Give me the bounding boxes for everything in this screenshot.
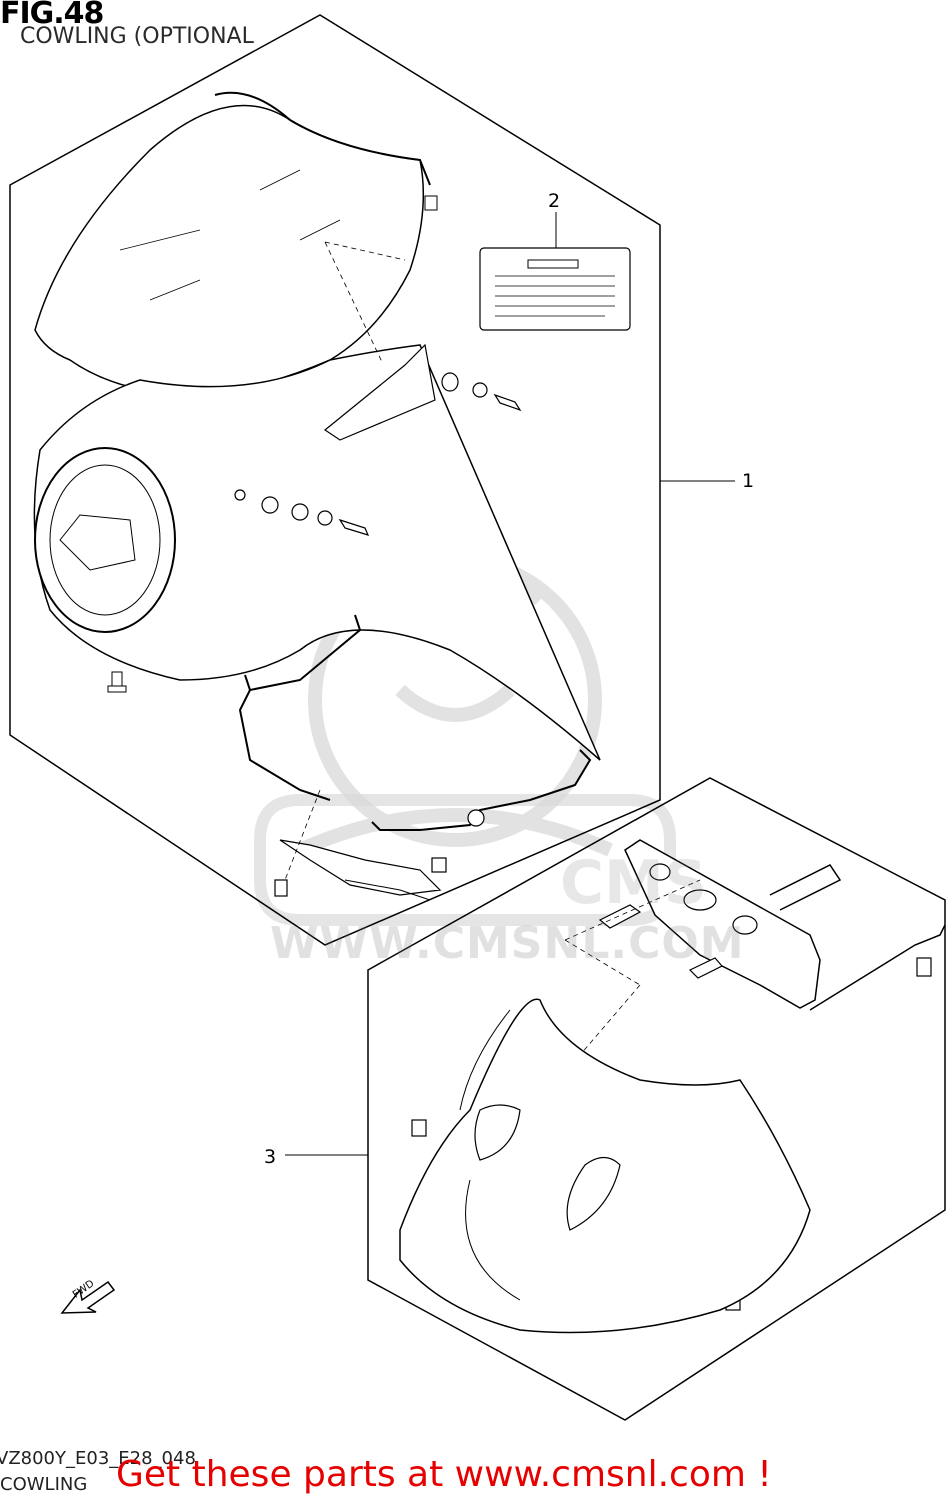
- group-3-outline: [367, 777, 946, 1421]
- mount-hardware-upper: [441, 372, 522, 412]
- mount-plate: [624, 839, 821, 1009]
- mount-stay: [769, 864, 946, 1011]
- lower-bracket: [279, 839, 442, 896]
- watermark-logo-text: CMS: [560, 848, 707, 918]
- stay-rod: [238, 614, 362, 801]
- side-bracket: [323, 343, 436, 441]
- group-1-outline: [9, 14, 661, 946]
- fairing-body: [33, 344, 601, 761]
- decal-part-2: [479, 247, 631, 331]
- diagram-caption: COWLING: [0, 1474, 88, 1495]
- watermark-cms-badge: [254, 794, 676, 926]
- figure-subtitle: COWLING (OPTIONAL: [20, 24, 254, 49]
- figure-label: FIG.48: [0, 0, 104, 31]
- callout-1: 1: [742, 470, 755, 492]
- bolt-small: [107, 671, 127, 693]
- callout-3: 3: [264, 1146, 277, 1168]
- leader-lines: [284, 241, 406, 881]
- forward-arrow-icon: [60, 1280, 116, 1314]
- windscreen-trim: [214, 91, 431, 186]
- promo-link[interactable]: Get these parts at www.cmsnl.com !: [116, 1454, 772, 1495]
- stay-rod-lower: [371, 749, 592, 831]
- mount-hardware-lower: [234, 489, 370, 536]
- callout-2: 2: [548, 190, 561, 212]
- watermark-url: WWW.CMSNL.COM: [270, 918, 745, 969]
- diagram-code: VZ800Y_E03_E28_048: [0, 1448, 196, 1469]
